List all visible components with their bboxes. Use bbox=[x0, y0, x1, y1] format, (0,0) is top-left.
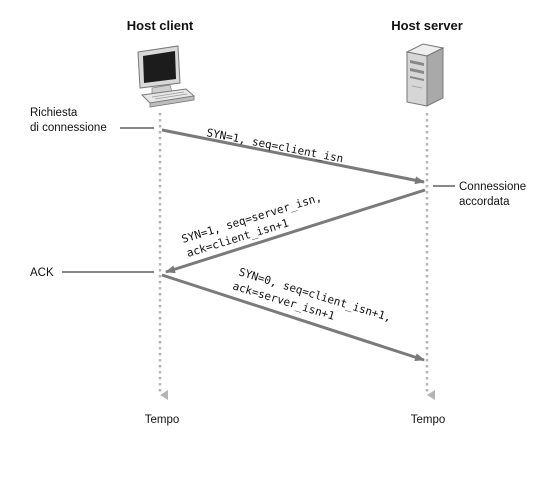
request-label-line1: Richiesta bbox=[30, 107, 78, 119]
desktop-computer-icon bbox=[137, 45, 196, 108]
request-label-line2: di connessione bbox=[30, 122, 107, 134]
server-time-label: Tempo bbox=[411, 414, 446, 426]
server-tower-icon bbox=[405, 43, 445, 107]
server-title: Host server bbox=[391, 18, 463, 33]
accept-label-line1: Connessione bbox=[459, 181, 526, 193]
syn-message-line1: SYN=1, seq=client_isn bbox=[205, 126, 344, 165]
client-title: Host client bbox=[127, 18, 194, 33]
client-time-label: Tempo bbox=[145, 414, 180, 426]
ack-arrow bbox=[161, 273, 425, 362]
ack-label: ACK bbox=[30, 267, 54, 279]
synack-arrow bbox=[165, 188, 426, 274]
accept-label-line2: accordata bbox=[459, 196, 510, 208]
syn-arrow bbox=[161, 128, 425, 185]
